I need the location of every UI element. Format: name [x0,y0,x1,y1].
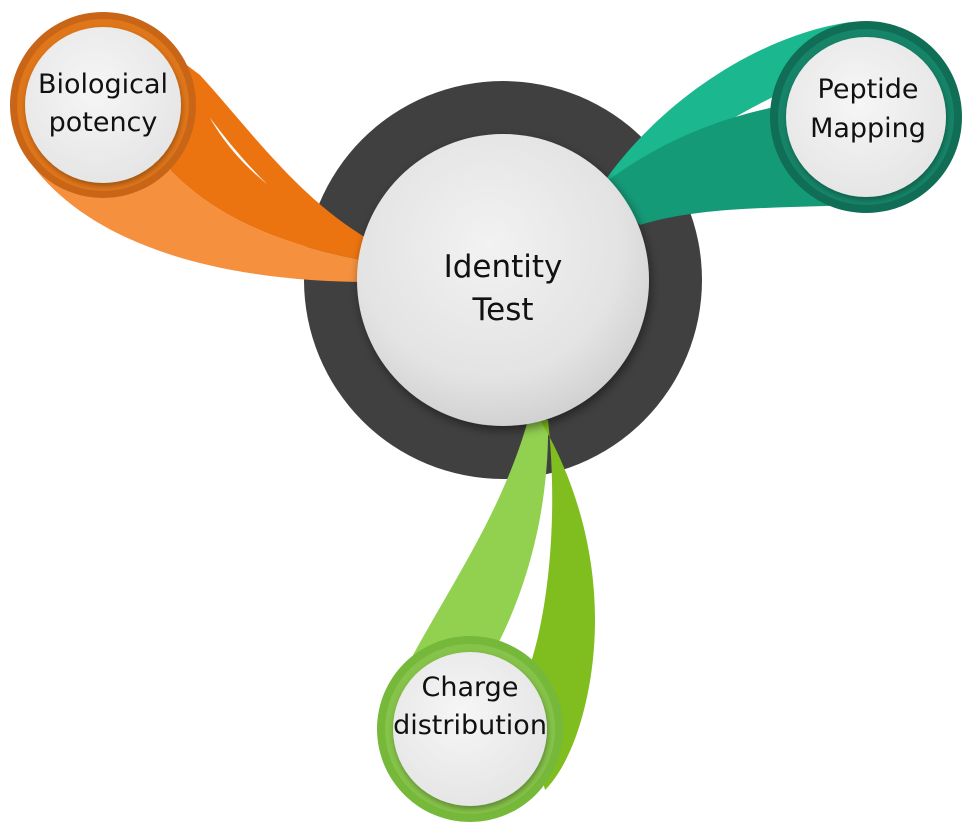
ribbon-biological-dark [160,45,372,262]
node-charge-circle [393,652,547,806]
node-biological-label-line2: potency [49,107,158,138]
node-peptide-label-line2: Mapping [810,113,926,144]
node-biological-potency: Biological potency [10,12,196,198]
node-biological-circle [25,27,181,183]
hub-inner-circle [357,134,649,426]
node-charge-distribution: Charge distribution [377,636,563,822]
node-peptide-circle [786,37,946,197]
node-charge-label-line2: distribution [393,710,547,741]
node-peptide-mapping: Peptide Mapping [770,21,962,213]
node-peptide-label-line1: Peptide [818,74,919,105]
ribbon-charge-light [400,420,549,690]
node-charge-label-line1: Charge [422,672,519,703]
center-label-line1: Identity [444,249,563,285]
center-label-line2: Test [471,292,533,328]
node-biological-label-line1: Biological [38,69,168,100]
